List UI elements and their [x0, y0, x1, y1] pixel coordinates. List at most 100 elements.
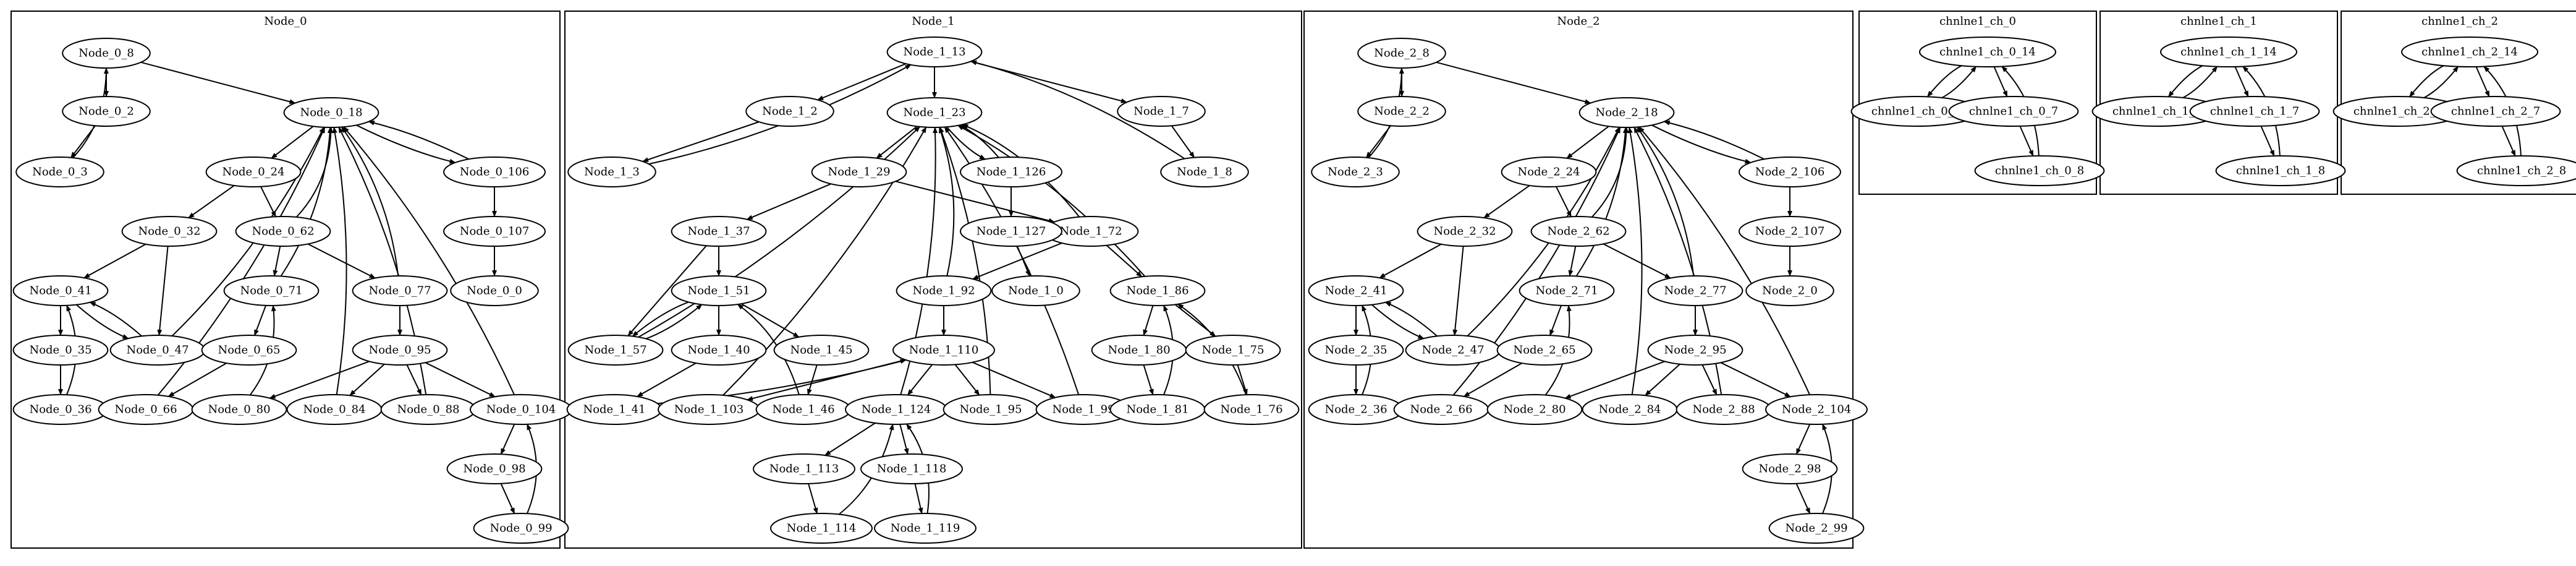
node-node-0-2[interactable]: Node_0_2	[62, 96, 151, 127]
node-node-0-99[interactable]: Node_0_99	[473, 513, 569, 544]
node-node-2-35[interactable]: Node_2_35	[1308, 335, 1404, 366]
node-node-2-47[interactable]: Node_2_47	[1405, 335, 1501, 366]
node-node-2-107[interactable]: Node_2_107	[1739, 216, 1841, 247]
node-node-1-81[interactable]: Node_1_81	[1109, 394, 1206, 425]
node-chnlne1-ch-0-14[interactable]: chnlne1_ch_0_14	[1919, 36, 2056, 67]
node-node-2-0[interactable]: Node_2_0	[1745, 275, 1834, 306]
node-node-1-0[interactable]: Node_1_0	[991, 275, 1080, 306]
node-chnlne1-ch-1-7[interactable]: chnlne1_ch_1_7	[2189, 96, 2320, 127]
node-node-0-66[interactable]: Node_0_66	[98, 394, 194, 425]
node-node-1-29[interactable]: Node_1_29	[811, 157, 907, 187]
node-node-0-98[interactable]: Node_0_98	[446, 453, 543, 484]
node-node-0-0[interactable]: Node_0_0	[450, 275, 539, 306]
node-node-2-62[interactable]: Node_2_62	[1530, 216, 1627, 247]
node-node-1-46[interactable]: Node_1_46	[755, 394, 852, 425]
node-node-2-99[interactable]: Node_2_99	[1768, 513, 1865, 544]
node-node-1-95[interactable]: Node_1_95	[943, 394, 1039, 425]
node-node-2-65[interactable]: Node_2_65	[1496, 335, 1593, 366]
node-node-2-66[interactable]: Node_2_66	[1393, 394, 1489, 425]
node-node-2-18[interactable]: Node_2_18	[1578, 97, 1675, 128]
node-node-2-80[interactable]: Node_2_80	[1486, 394, 1583, 425]
node-label: chnlne1_ch_2_8	[2477, 165, 2566, 178]
node-node-0-18[interactable]: Node_0_18	[283, 97, 379, 128]
node-chnlne1-ch-2-8[interactable]: chnlne1_ch_2_8	[2456, 155, 2576, 186]
node-node-1-113[interactable]: Node_1_113	[753, 453, 855, 484]
edge-node-2-71-to-node-2-18	[1575, 127, 1628, 277]
node-node-1-13[interactable]: Node_1_13	[886, 36, 983, 67]
node-node-2-41[interactable]: Node_2_41	[1308, 275, 1404, 306]
node-node-2-8[interactable]: Node_2_8	[1357, 38, 1446, 69]
node-node-0-41[interactable]: Node_0_41	[12, 275, 109, 306]
node-label: Node_1_80	[1108, 344, 1170, 357]
node-node-0-24[interactable]: Node_0_24	[205, 157, 302, 187]
node-node-1-80[interactable]: Node_1_80	[1091, 335, 1187, 366]
node-node-2-98[interactable]: Node_2_98	[1742, 453, 1838, 484]
node-node-1-40[interactable]: Node_1_40	[671, 335, 767, 366]
node-node-0-104[interactable]: Node_0_104	[470, 394, 572, 425]
node-node-0-47[interactable]: Node_0_47	[109, 335, 206, 366]
node-node-2-24[interactable]: Node_2_24	[1501, 157, 1597, 187]
node-chnlne1-ch-0-8[interactable]: chnlne1_ch_0_8	[1974, 155, 2105, 186]
edge-node-0-18-to-node-0-24	[271, 126, 314, 159]
node-node-1-126[interactable]: Node_1_126	[960, 157, 1062, 187]
node-node-0-8[interactable]: Node_0_8	[62, 38, 151, 69]
node-node-2-32[interactable]: Node_2_32	[1417, 216, 1513, 247]
node-node-0-107[interactable]: Node_0_107	[443, 216, 546, 247]
node-node-1-127[interactable]: Node_1_127	[960, 216, 1062, 247]
node-node-1-41[interactable]: Node_1_41	[566, 394, 663, 425]
node-node-1-114[interactable]: Node_1_114	[770, 513, 873, 544]
node-node-0-3[interactable]: Node_0_3	[15, 157, 104, 187]
node-node-1-7[interactable]: Node_1_7	[1117, 96, 1206, 127]
node-node-0-65[interactable]: Node_0_65	[201, 335, 297, 366]
node-node-0-80[interactable]: Node_0_80	[191, 394, 287, 425]
node-node-1-119[interactable]: Node_1_119	[874, 513, 977, 544]
node-node-1-124[interactable]: Node_1_124	[845, 394, 947, 425]
node-node-1-2[interactable]: Node_1_2	[745, 96, 834, 127]
node-node-0-95[interactable]: Node_0_95	[352, 335, 448, 366]
node-node-2-88[interactable]: Node_2_88	[1676, 394, 1772, 425]
node-node-0-84[interactable]: Node_0_84	[286, 394, 383, 425]
node-node-2-95[interactable]: Node_2_95	[1647, 335, 1743, 366]
node-chnlne1-ch-2-2[interactable]: chnlne1_ch_2_2	[2332, 96, 2464, 127]
node-node-2-2[interactable]: Node_2_2	[1357, 96, 1446, 127]
node-chnlne1-ch-0-7[interactable]: chnlne1_ch_0_7	[1948, 96, 2079, 127]
node-node-0-62[interactable]: Node_0_62	[235, 216, 331, 247]
node-node-0-71[interactable]: Node_0_71	[223, 275, 320, 306]
node-node-0-77[interactable]: Node_0_77	[352, 275, 448, 306]
node-node-2-104[interactable]: Node_2_104	[1765, 394, 1868, 425]
node-node-0-35[interactable]: Node_0_35	[12, 335, 109, 366]
node-node-2-84[interactable]: Node_2_84	[1582, 394, 1678, 425]
node-label: Node_1_51	[687, 285, 750, 298]
node-node-1-51[interactable]: Node_1_51	[671, 275, 767, 306]
node-chnlne1-ch-2-14[interactable]: chnlne1_ch_2_14	[2401, 36, 2538, 67]
edge-node-0-84-to-node-0-18	[332, 127, 347, 395]
node-node-1-23[interactable]: Node_1_23	[886, 97, 983, 128]
node-node-2-3[interactable]: Node_2_3	[1311, 157, 1400, 187]
node-node-0-32[interactable]: Node_0_32	[121, 216, 218, 247]
node-node-0-36[interactable]: Node_0_36	[12, 394, 109, 425]
node-node-1-92[interactable]: Node_1_92	[896, 275, 992, 306]
node-node-1-110[interactable]: Node_1_110	[892, 335, 995, 366]
node-node-1-37[interactable]: Node_1_37	[671, 216, 767, 247]
node-node-2-77[interactable]: Node_2_77	[1647, 275, 1743, 306]
node-node-1-45[interactable]: Node_1_45	[773, 335, 870, 366]
node-node-1-57[interactable]: Node_1_57	[567, 335, 664, 366]
node-node-1-118[interactable]: Node_1_118	[860, 453, 963, 484]
node-node-1-75[interactable]: Node_1_75	[1185, 335, 1281, 366]
node-chnlne1-ch-1-14[interactable]: chnlne1_ch_1_14	[2160, 36, 2297, 67]
node-chnlne1-ch-0-2[interactable]: chnlne1_ch_0_2	[1850, 96, 1981, 127]
edge-node-2-62-to-node-2-71	[1568, 246, 1577, 277]
node-node-1-76[interactable]: Node_1_76	[1203, 394, 1300, 425]
node-chnlne1-ch-2-7[interactable]: chnlne1_ch_2_7	[2430, 96, 2561, 127]
node-node-2-36[interactable]: Node_2_36	[1308, 394, 1404, 425]
node-chnlne1-ch-1-2[interactable]: chnlne1_ch_1_2	[2091, 96, 2222, 127]
node-chnlne1-ch-1-8[interactable]: chnlne1_ch_1_8	[2215, 155, 2346, 186]
node-node-1-86[interactable]: Node_1_86	[1109, 275, 1206, 306]
node-node-0-88[interactable]: Node_0_88	[380, 394, 477, 425]
node-node-0-106[interactable]: Node_0_106	[443, 157, 546, 187]
node-node-1-103[interactable]: Node_1_103	[658, 394, 760, 425]
node-node-2-71[interactable]: Node_2_71	[1519, 275, 1615, 306]
node-node-2-106[interactable]: Node_2_106	[1739, 157, 1841, 187]
node-node-1-3[interactable]: Node_1_3	[567, 157, 656, 187]
node-node-1-8[interactable]: Node_1_8	[1160, 157, 1249, 187]
